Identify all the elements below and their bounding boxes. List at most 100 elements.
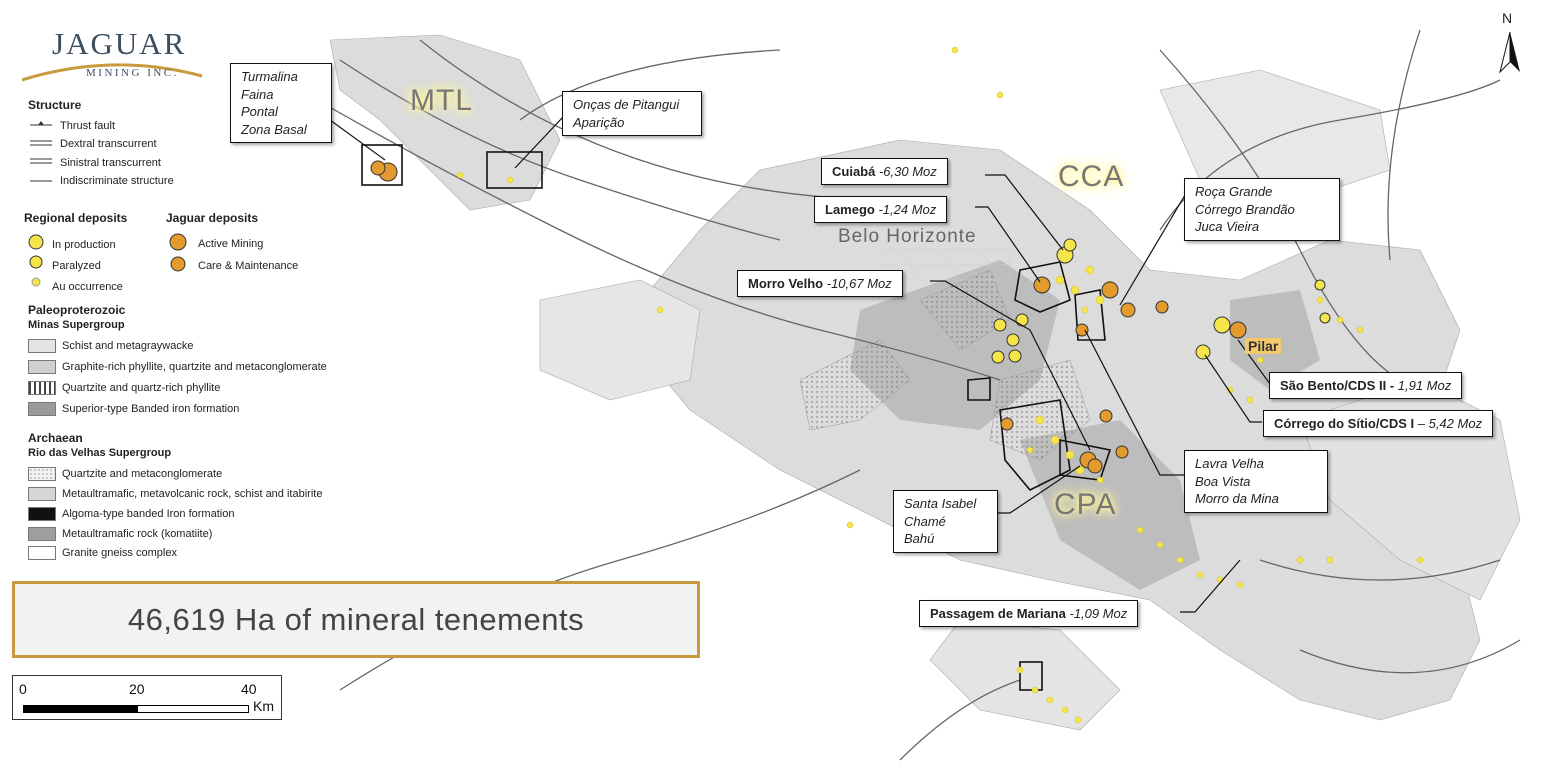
scale-segment-white: [137, 705, 249, 713]
legend-paleo-title: Paleoproterozoic: [28, 303, 126, 317]
logo-subtitle: MINING INC.: [86, 67, 179, 79]
oncas-line-2: Aparição: [573, 114, 625, 130]
cuiaba-name: Cuiabá: [832, 164, 876, 179]
legend-dextral: Dextral transcurrent: [60, 138, 157, 150]
swatch-schist: [28, 339, 56, 353]
scale-tick-20: 20: [129, 681, 145, 697]
corrego-sitio-value: – 5,42 Moz: [1417, 416, 1483, 431]
legend-metaultramafic-volcanic: Metaultramafic, metavolcanic rock, schis…: [62, 488, 323, 500]
legend-jaguar-title: Jaguar deposits: [166, 211, 259, 225]
region-mtl: MTL: [410, 84, 473, 117]
legend-paralyzed: Paralyzed: [52, 260, 101, 272]
cuiaba-value: -6,30 Moz: [878, 164, 937, 179]
tenement-outlines: [361, 144, 1112, 691]
logo-name: JAGUAR: [52, 26, 187, 61]
swatch-bif: [28, 402, 56, 416]
legend-archaean-title: Archaean: [28, 431, 83, 445]
region-cpa: CPA: [1054, 488, 1117, 521]
callout-corrego-sitio: Córrego do Sítio/CDS I – 5,42 Moz: [1263, 410, 1494, 437]
pilar-label: Pilar: [1245, 338, 1282, 354]
turmalina-line-1: Turmalina: [241, 69, 298, 84]
legend-graphite: Graphite-rich phyllite, quartzite and me…: [62, 361, 327, 373]
scale-tick-40: 40: [241, 681, 257, 697]
callout-morro-velho: Morro Velho -10,67 Moz: [737, 270, 903, 297]
turmalina-line-2: Faina: [241, 86, 274, 102]
legend-quartzite-phyllite: Quartzite and quartz-rich phyllite: [62, 382, 221, 394]
deposit-symbols: [370, 160, 1331, 474]
roca-line-3: Juca Vieira: [1195, 219, 1260, 234]
legend-care-maintenance: Care & Maintenance: [198, 260, 299, 272]
santa-isabel-line-3: Bahú: [904, 531, 935, 546]
legend-quartzite-metaconglomerate: Quartzite and metaconglomerate: [62, 468, 223, 480]
legend-sinistral: Sinistral transcurrent: [60, 157, 161, 169]
callout-turmalina: Turmalina Faina Pontal Zona Basal: [230, 63, 332, 143]
passagem-name: Passagem de Mariana: [930, 606, 1066, 621]
jaguar-logo: JAGUAR MINING INC.: [22, 24, 212, 86]
au-occurrences: [456, 46, 1424, 724]
callout-sao-bento: São Bento/CDS II - 1,91 Moz: [1269, 372, 1463, 399]
city-belo-horizonte: Belo Horizonte: [838, 226, 977, 247]
turmalina-line-3: Pontal: [241, 104, 278, 119]
legend-rio-das-velhas-group: Rio das Velhas Supergroup: [28, 447, 172, 459]
legend-schist: Schist and metagraywacke: [62, 340, 194, 352]
scale-bar: 0 20 40 Km: [12, 675, 282, 720]
swatch-quartzite-phyllite: [28, 381, 56, 395]
callout-passagem: Passagem de Mariana -1,09 Moz: [919, 600, 1139, 627]
sao-bento-value: 1,91 Moz: [1397, 378, 1452, 393]
north-arrow-icon: [1499, 31, 1520, 74]
callout-lavra-velha: Lavra Velha Boa Vista Morro da Mina: [1184, 450, 1328, 513]
legend-algoma-bif: Algoma-type banded Iron formation: [62, 508, 235, 520]
morro-velho-value: -10,67 Moz: [826, 276, 892, 291]
lavra-line-2: Boa Vista: [1195, 473, 1251, 489]
callout-cuiaba: Cuiabá -6,30 Moz: [821, 158, 948, 185]
turmalina-line-4: Zona Basal: [241, 121, 307, 137]
swatch-komatiite: [28, 527, 56, 541]
legend-granite: Granite gneiss complex: [62, 547, 177, 559]
north-label: N: [1502, 10, 1513, 26]
swatch-metaultramafic-volcanic: [28, 487, 56, 501]
legend-structure-title: Structure: [28, 98, 82, 112]
legend-active-mining: Active Mining: [198, 238, 264, 250]
scale-segment-black: [23, 705, 137, 713]
legend-thrust-fault: Thrust fault: [60, 120, 116, 132]
regional-symbols: [28, 234, 44, 287]
callout-lamego: Lamego -1,24 Moz: [814, 196, 948, 223]
morro-velho-name: Morro Velho: [748, 276, 824, 291]
tenement-area-text: 46,619 Ha of mineral tenements: [127, 601, 585, 637]
legend-komatiite: Metaultramafic rock (komatiite): [62, 528, 213, 540]
tenement-area-banner: 46,619 Ha of mineral tenements: [12, 581, 700, 658]
region-cca: CCA: [1058, 160, 1125, 193]
legend-minas-group: Minas Supergroup: [28, 319, 125, 331]
jaguar-symbols: [169, 233, 187, 272]
legend-regional-title: Regional deposits: [24, 211, 128, 225]
north-arrow: N: [1492, 8, 1528, 76]
scale-tick-0: 0: [19, 681, 27, 697]
logo-swoosh-icon: [22, 63, 203, 82]
lavra-line-1: Lavra Velha: [1195, 456, 1264, 471]
callout-roca-grande: Roça Grande Córrego Brandão Juca Vieira: [1184, 178, 1340, 241]
santa-isabel-line-1: Santa Isabel: [904, 496, 977, 511]
leader-lines: [329, 116, 1271, 613]
callout-santa-isabel: Santa Isabel Chamé Bahú: [893, 490, 998, 553]
corrego-sitio-name: Córrego do Sítio/CDS I: [1274, 416, 1415, 431]
legend-bif: Superior-type Banded iron formation: [62, 403, 240, 415]
swatch-graphite: [28, 360, 56, 374]
lavra-line-3: Morro da Mina: [1195, 491, 1279, 506]
structure-symbols: [30, 121, 52, 182]
swatch-granite: [28, 546, 56, 560]
passagem-value: -1,09 Moz: [1069, 606, 1128, 621]
roca-line-2: Córrego Brandão: [1195, 201, 1295, 217]
swatch-algoma-bif: [28, 507, 56, 521]
callout-oncas: Onças de Pitangui Aparição: [562, 91, 702, 136]
scale-unit: Km: [253, 698, 274, 714]
roca-line-1: Roça Grande: [1195, 184, 1273, 199]
swatch-quartzite-metaconglomerate: [28, 467, 56, 481]
legend-au-occurrence: Au occurrence: [52, 281, 123, 293]
lamego-name: Lamego: [825, 202, 875, 217]
lamego-value: -1,24 Moz: [878, 202, 937, 217]
oncas-line-1: Onças de Pitangui: [573, 97, 680, 112]
santa-isabel-line-2: Chamé: [904, 513, 946, 529]
legend-indiscriminate: Indiscriminate structure: [60, 175, 174, 187]
sao-bento-name: São Bento/CDS II -: [1280, 378, 1395, 393]
